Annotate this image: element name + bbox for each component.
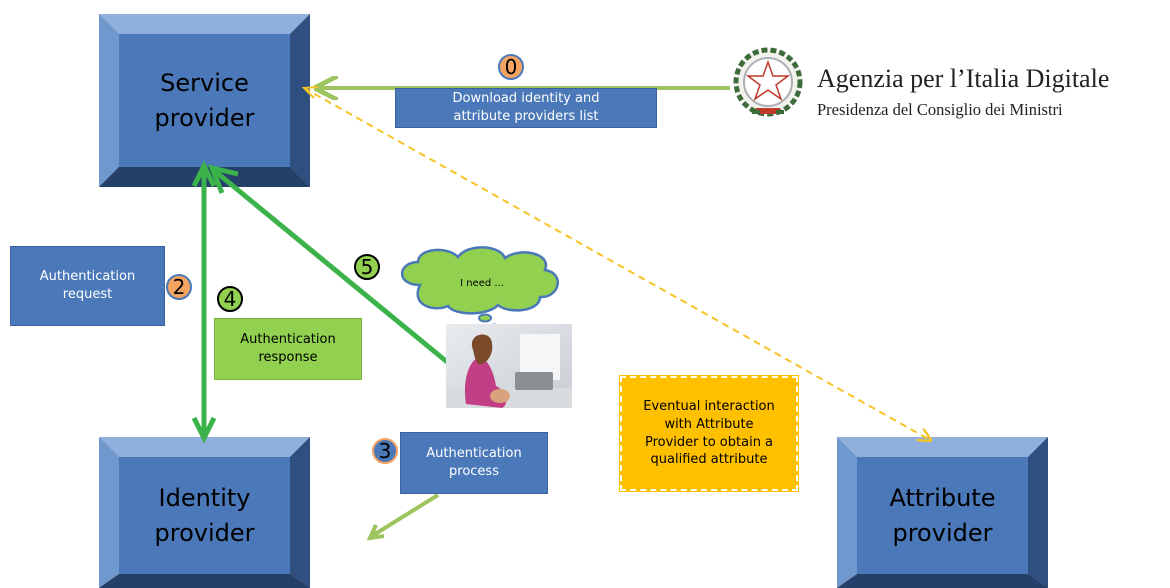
step0-badge: 0 [498, 54, 524, 80]
attribute-provider-node [837, 437, 1048, 588]
step4-label: Authentication response [214, 318, 362, 380]
user-photo [446, 324, 572, 408]
thought-bubble-text: I need ... [460, 278, 504, 289]
arrow-step3-head [366, 524, 385, 541]
step2-badge: 2 [166, 274, 192, 300]
service-provider-label: Service provider [154, 68, 255, 132]
arrow-step5-head [207, 164, 239, 194]
thought-cloud [401, 246, 559, 331]
arrow-step3 [370, 493, 440, 538]
step4-badge: 4 [217, 286, 243, 312]
step2-label: Authentication request [10, 246, 165, 326]
agency-subtitle: Presidenza del Consiglio dei Ministri [817, 100, 1063, 119]
agency-title: Agenzia per l’Italia Digitale [817, 64, 1110, 93]
step5-badge: 5 [354, 254, 380, 280]
identity-provider-label: Identity provider [154, 483, 255, 547]
attribute-provider-label: Attribute provider [889, 483, 996, 547]
arrow-dashed-attribute [303, 87, 930, 440]
service-provider-node [99, 14, 310, 187]
step3-badge: 3 [372, 438, 398, 464]
step0-label: Download identity and attribute provider… [395, 88, 657, 128]
arrow-step5 [214, 170, 454, 368]
step3-label: Authentication process [400, 432, 548, 494]
arrow-step2-head-up [191, 160, 217, 188]
arrow-step4-head-down [191, 416, 217, 444]
arrow-dashed-start-head [301, 86, 319, 99]
italian-republic-emblem-icon [733, 47, 803, 117]
attribute-note: Eventual interaction with Attribute Prov… [619, 375, 799, 492]
identity-provider-node [99, 437, 310, 588]
